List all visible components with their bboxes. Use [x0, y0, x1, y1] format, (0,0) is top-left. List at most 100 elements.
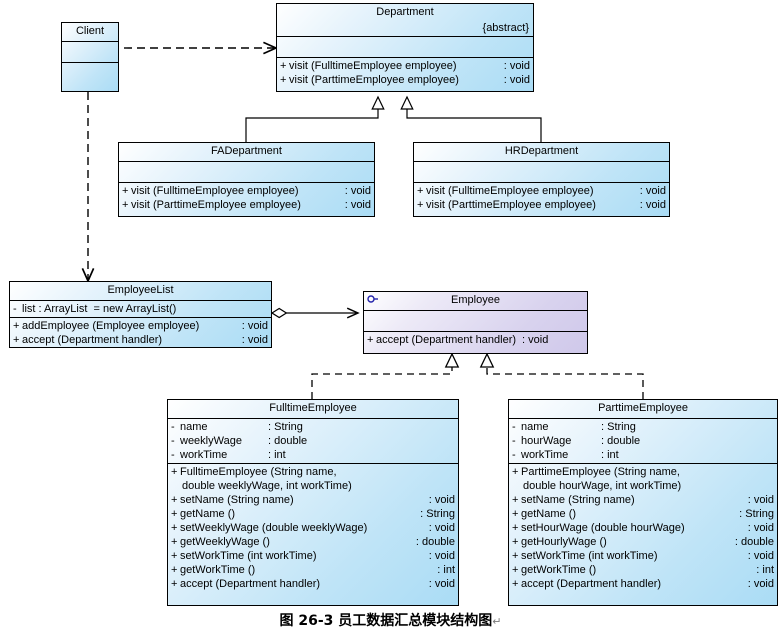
operation-signature: accept (Department handler) [521, 578, 662, 590]
operation-return-type: : void [344, 185, 371, 197]
class-name-parttimeemployee: ParttimeEmployee [509, 400, 777, 419]
operation-signature: visit (FulltimeEmployee employee) [131, 185, 299, 197]
operation-return-type: : double [415, 536, 455, 548]
visibility-marker: + [171, 550, 178, 562]
operation-row: + visit (ParttimeEmployee employee) : vo… [277, 73, 533, 87]
class-operations-employee: + accept (Department handler) : void [364, 332, 587, 348]
class-name-hrdepartment: HRDepartment [414, 143, 669, 162]
operation-return-type: : void [522, 334, 549, 346]
class-box-hrdepartment[interactable]: HRDepartment + visit (FulltimeEmployee e… [413, 142, 670, 217]
attribute-row: - list : ArrayList = new ArrayList() [10, 302, 271, 316]
class-box-department[interactable]: Department {abstract} + visit (FulltimeE… [276, 3, 534, 92]
operation-signature: accept (Department handler) [180, 578, 321, 590]
visibility-marker: + [171, 522, 178, 534]
attribute-signature: name [180, 421, 208, 433]
operation-return-type: : void [503, 60, 530, 72]
class-operations-hrdepartment: + visit (FulltimeEmployee employee) : vo… [414, 183, 669, 213]
operation-return-type: : void [639, 185, 666, 197]
operation-return-type: : String [420, 508, 455, 520]
operation-signature: setHourWage (double hourWage) [521, 522, 685, 534]
operation-row: + setWeeklyWage (double weeklyWage) : vo… [168, 521, 458, 535]
attribute-type: : double [601, 435, 641, 447]
edge-hrdepartment-department [400, 95, 542, 142]
class-attributes-employee [364, 311, 587, 332]
operation-signature: visit (FulltimeEmployee employee) [426, 185, 594, 197]
operation-signature: FulltimeEmployee (String name, [180, 466, 337, 478]
edge-fulltimeemployee-employee [311, 352, 460, 399]
operation-signature: getHourlyWage () [521, 536, 607, 548]
operation-row: + getName () : String [509, 507, 777, 521]
operation-return-type: : void [428, 550, 455, 562]
operation-signature: getWeeklyWage () [180, 536, 270, 548]
operation-row: + visit (ParttimeEmployee employee) : vo… [414, 198, 669, 212]
visibility-marker: + [512, 522, 519, 534]
attribute-type: : String [268, 421, 303, 433]
operation-row: + setWorkTime (int workTime) : void [509, 549, 777, 563]
class-name-employee: Employee [364, 292, 587, 311]
attribute-row: - name : String [168, 420, 458, 434]
attribute-row: - workTime : int [168, 448, 458, 462]
class-box-fulltimeemployee[interactable]: FulltimeEmployee - name : String - weekl… [167, 399, 459, 606]
visibility-marker: + [171, 536, 178, 548]
class-stereotype-department: {abstract} [277, 22, 533, 37]
operation-signature: getWorkTime () [180, 564, 256, 576]
attribute-row: - weeklyWage : double [168, 434, 458, 448]
class-box-client[interactable]: Client [61, 22, 119, 92]
visibility-marker: - [171, 421, 175, 433]
operation-row: + accept (Department handler) : void [364, 333, 587, 347]
visibility-marker: + [122, 185, 129, 197]
operation-row: + FulltimeEmployee (String name, [168, 465, 458, 479]
visibility-marker: - [512, 449, 516, 461]
class-attributes-department [277, 37, 533, 58]
visibility-marker: + [171, 508, 178, 520]
operation-row: + setWorkTime (int workTime) : void [168, 549, 458, 563]
operation-signature: setName (String name) [180, 494, 294, 506]
operation-signature: addEmployee (Employee employee) [22, 320, 200, 332]
operation-row: + ParttimeEmployee (String name, [509, 465, 777, 479]
visibility-marker: + [171, 564, 178, 576]
operation-signature: visit (ParttimeEmployee employee) [131, 199, 301, 211]
visibility-marker: + [417, 185, 424, 197]
operation-return-type: : int [437, 564, 455, 576]
operation-row-continuation: double weeklyWage, int workTime) [168, 479, 458, 493]
attribute-signature: list : ArrayList = new ArrayList() [22, 303, 177, 315]
operation-return-type: : void [241, 320, 268, 332]
class-name-fadepartment: FADepartment [119, 143, 374, 162]
visibility-marker: + [512, 466, 519, 478]
operation-row: + addEmployee (Employee employee) : void [10, 319, 271, 333]
class-name-client: Client [62, 23, 118, 42]
class-operations-fadepartment: + visit (FulltimeEmployee employee) : vo… [119, 183, 374, 213]
attribute-type: : String [601, 421, 636, 433]
class-operations-client [62, 63, 118, 83]
edge-fadepartment-department [245, 95, 385, 142]
operation-row: + setName (String name) : void [168, 493, 458, 507]
visibility-marker: + [367, 334, 374, 346]
visibility-marker: + [512, 550, 519, 562]
operation-signature: double hourWage, int workTime) [523, 480, 682, 492]
class-box-fadepartment[interactable]: FADepartment + visit (FulltimeEmployee e… [118, 142, 375, 217]
visibility-marker: + [417, 199, 424, 211]
visibility-marker: - [171, 449, 175, 461]
class-box-employee[interactable]: Employee + accept (Department handler) :… [363, 291, 588, 354]
attribute-type: : double [268, 435, 308, 447]
attribute-signature: weeklyWage [180, 435, 242, 447]
operation-return-type: : void [639, 199, 666, 211]
attribute-row: - workTime : int [509, 448, 777, 462]
visibility-marker: + [512, 564, 519, 576]
class-box-parttimeemployee[interactable]: ParttimeEmployee - name : String - hourW… [508, 399, 778, 606]
operation-row: + accept (Department handler) : void [10, 333, 271, 347]
operation-signature: getName () [180, 508, 236, 520]
operation-signature: setWorkTime (int workTime) [180, 550, 317, 562]
class-attributes-fadepartment [119, 162, 374, 183]
visibility-marker: - [171, 435, 175, 447]
operation-row: + visit (FulltimeEmployee employee) : vo… [414, 184, 669, 198]
operation-signature: setWorkTime (int workTime) [521, 550, 658, 562]
class-box-employeelist[interactable]: EmployeeList - list : ArrayList = new Ar… [9, 281, 272, 348]
class-name-fulltimeemployee: FulltimeEmployee [168, 400, 458, 419]
attribute-signature: workTime [180, 449, 228, 461]
operation-return-type [768, 465, 774, 479]
visibility-marker: - [512, 421, 516, 433]
operation-return-type: : void [503, 74, 530, 86]
figure-caption-text: 图 26-3 员工数据汇总模块结构图 [279, 613, 493, 629]
operation-signature: ParttimeEmployee (String name, [521, 466, 680, 478]
